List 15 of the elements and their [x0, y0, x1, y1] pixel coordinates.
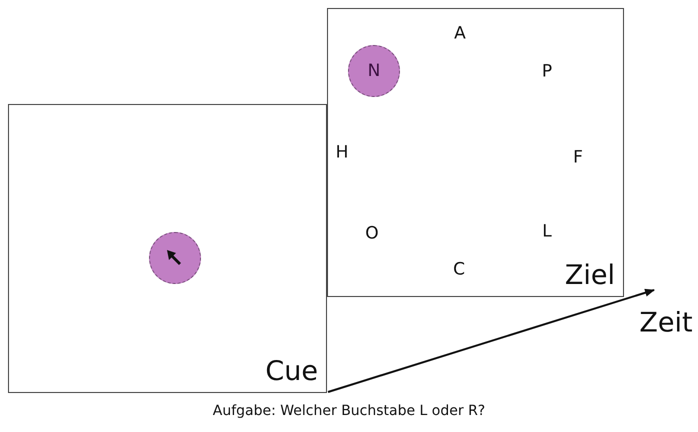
screen-label: Cue [265, 358, 318, 385]
axis-label: Zeit [639, 310, 693, 336]
screen-frame [8, 104, 327, 393]
screen-frame [327, 8, 624, 297]
cue-circle [149, 232, 201, 284]
screen-label: Ziel [564, 262, 615, 289]
letter-label: P [542, 64, 552, 80]
letter-label: F [573, 150, 583, 166]
letter-label: C [453, 262, 465, 278]
caption: Aufgabe: Welcher Buchstabe L oder R? [212, 404, 486, 418]
letter-circle: N [348, 45, 400, 97]
letter-label: A [454, 26, 466, 42]
letter-label: H [336, 144, 348, 162]
letter-label: O [365, 226, 379, 242]
letter-label: L [542, 224, 552, 240]
